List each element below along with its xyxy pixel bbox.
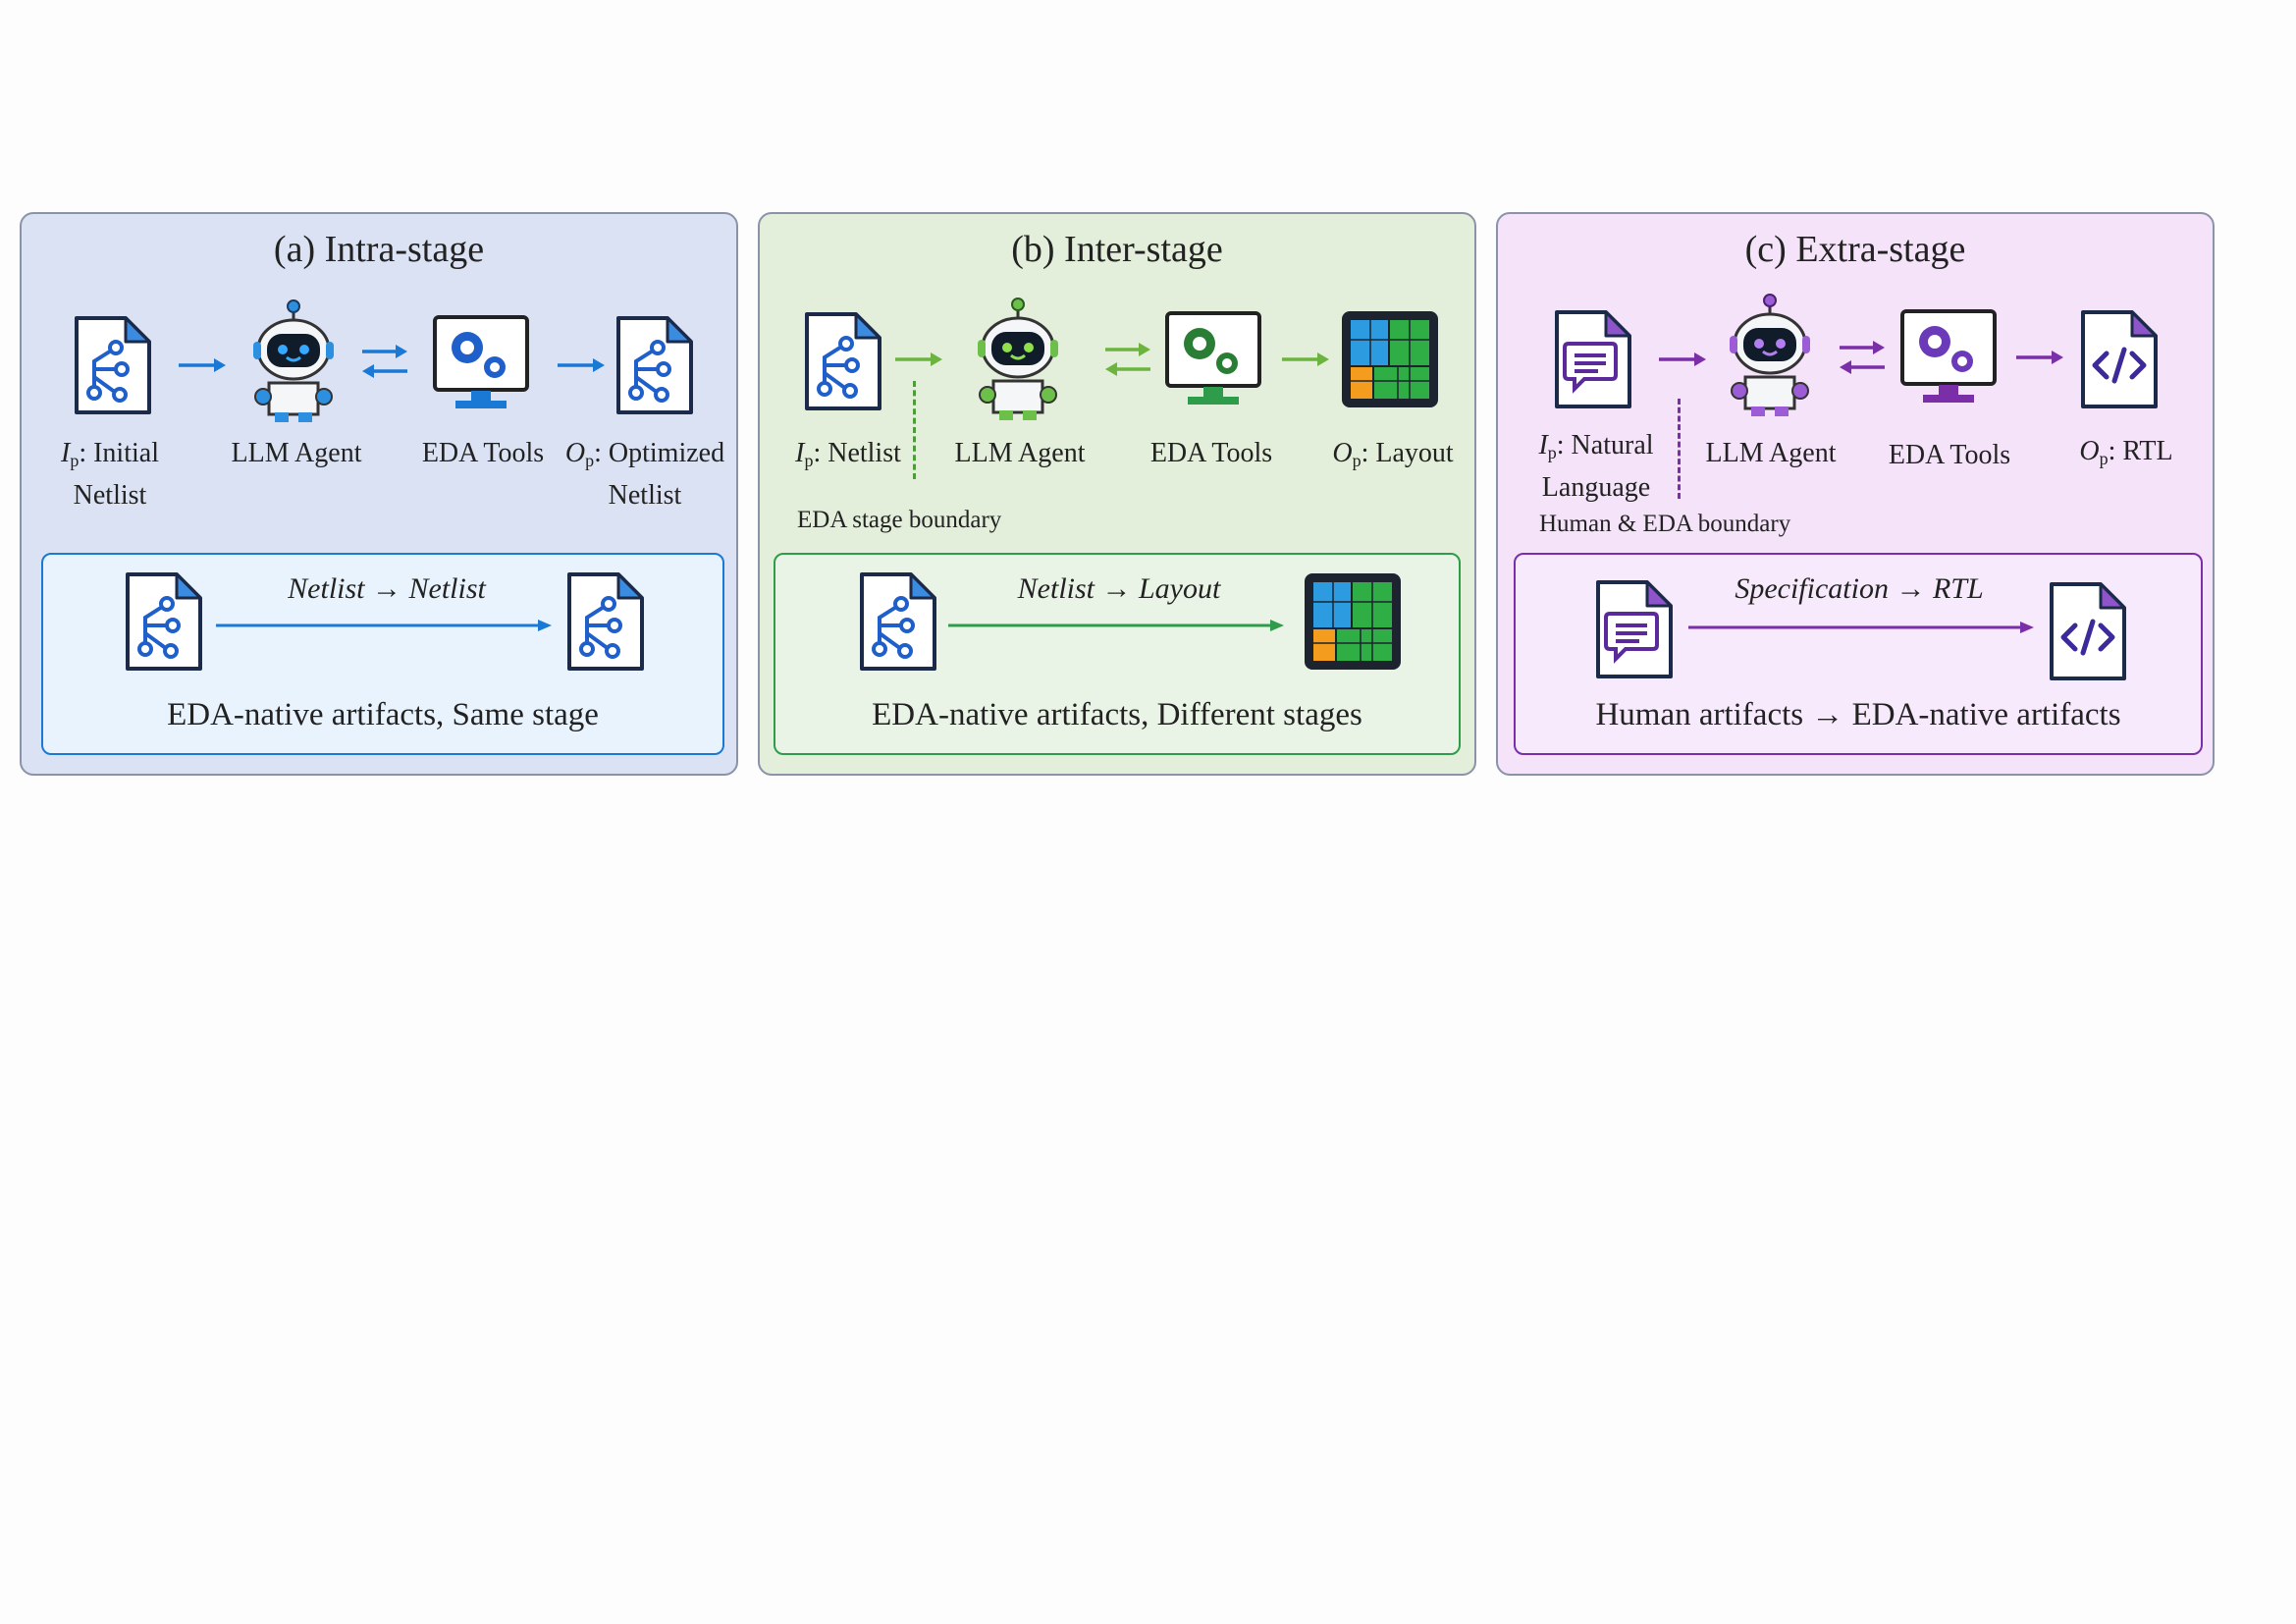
netlist-file-icon [860,572,936,671]
summary-description: EDA-native artifacts, Different stages [872,697,1362,732]
netlist-file-icon [75,316,151,414]
agent-label: LLM Agent [1705,438,1837,468]
flow-arrow [1282,352,1329,366]
summary-description: EDA-native artifacts, Same stage [167,697,599,732]
summary-box: Netlist → Netlist EDA-native artifacts, … [41,553,724,755]
flow-label: Netlist → Layout [1017,572,1221,605]
netlist-file-icon [616,316,693,414]
flow-arrow [2016,351,2063,364]
agent-label: LLM Agent [231,438,362,468]
robot-icon [978,298,1058,420]
input-label: Ip: Netlist [795,438,901,470]
agent-label: LLM Agent [954,438,1086,468]
layout-grid-icon [1305,573,1401,670]
netlist-file-icon [567,572,644,671]
flow-arrow [558,358,605,372]
flow-label: Netlist → Netlist [288,572,486,605]
code-document-icon [2046,580,2130,682]
eda-tools-monitor-icon [1165,311,1261,405]
tools-label: EDA Tools [421,438,545,468]
stage-boundary-line [913,381,916,479]
bidirectional-arrow [1105,343,1150,376]
layout-grid-icon [1342,311,1438,407]
flow-arrow [179,358,226,372]
panel-title: (c) Extra-stage [1744,229,1966,270]
netlist-file-icon [126,572,202,671]
boundary-label: EDA stage boundary [797,507,1002,533]
eda-tools-monitor-icon [1900,309,1997,403]
output-label: Op: RTL [2079,436,2173,468]
eda-tools-monitor-icon [433,315,529,408]
long-arrow [216,620,552,631]
bidirectional-arrow [362,345,407,378]
panel-title: (b) Inter-stage [1011,229,1223,270]
code-document-icon [2077,308,2162,410]
panel-inter-stage: (b) Inter-stage Ip: Netlist LLM Agent ED… [758,212,1476,776]
netlist-file-icon [805,312,881,410]
output-label: Op: Layout [1332,438,1454,470]
flow-arrow [895,352,942,366]
boundary-label: Human & EDA boundary [1539,511,1791,537]
human-eda-boundary-line [1678,399,1681,499]
panel-title: (a) Intra-stage [273,229,485,270]
summary-box: Netlist → Layout EDA-native artifacts, D… [774,553,1461,755]
summary-box: Specification → RTL Human artifacts → ED… [1514,553,2203,755]
robot-icon [253,299,334,422]
long-arrow [948,620,1284,631]
robot-icon [1730,294,1810,416]
tools-label: EDA Tools [1888,440,2011,470]
flow-label: Specification → RTL [1735,572,1984,605]
summary-description: Human artifacts → EDA-native artifacts [1595,697,2121,732]
bidirectional-arrow [1840,341,1885,374]
long-arrow [1688,622,2034,633]
tools-label: EDA Tools [1149,438,1273,468]
chat-document-icon [1596,580,1673,678]
flow-arrow [1659,352,1706,366]
chat-document-icon [1555,310,1631,408]
